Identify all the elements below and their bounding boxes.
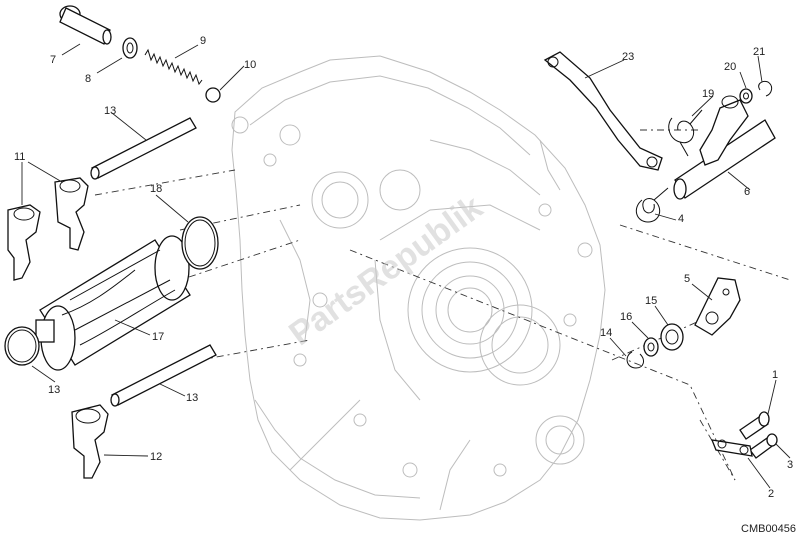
callout-13-upper: 13 <box>104 105 116 117</box>
callout-3: 3 <box>787 459 793 471</box>
callout-12: 12 <box>150 451 162 463</box>
callout-20: 19 <box>702 88 714 100</box>
part-1-bolt <box>739 411 770 440</box>
part-13-upper-shift-rod <box>90 117 197 180</box>
drawing-code: CMB00456 <box>741 523 796 535</box>
part-2-bracket-plate <box>710 439 753 457</box>
callout-13-lower: 13 <box>186 392 198 404</box>
part-8-washer <box>122 37 138 59</box>
callout-10: 10 <box>244 59 256 71</box>
callout-1: 1 <box>772 369 778 381</box>
callout-16: 15 <box>645 295 657 307</box>
part-19-o-ring <box>181 216 219 270</box>
callout-17: 16 <box>620 311 632 323</box>
part-15-circlip <box>626 351 644 369</box>
part-12-shift-fork <box>71 404 109 479</box>
callout-9: 9 <box>200 35 206 47</box>
part-18-shift-drum <box>35 235 191 371</box>
part-11-shift-forks <box>7 177 89 281</box>
part-13-lower-shift-rod <box>110 344 217 407</box>
callout-4: 4 <box>678 213 684 225</box>
callout-5: 5 <box>684 273 690 285</box>
callout-11: 11 <box>14 151 25 163</box>
callout-6: 6 <box>744 186 750 198</box>
callout-7: 7 <box>50 54 56 66</box>
part-21-washer <box>739 88 753 104</box>
part-9-spring <box>144 48 203 86</box>
callout-23: 23 <box>622 51 634 63</box>
part-5-stopper-plate <box>694 277 741 336</box>
callout-22: 21 <box>753 46 765 58</box>
callout-18: 17 <box>152 331 164 343</box>
part-7-pivot-pin <box>59 5 112 45</box>
callout-21: 20 <box>724 61 736 73</box>
part-16-bearing <box>660 323 684 351</box>
callout-2: 2 <box>768 488 774 500</box>
part-23-lever <box>543 51 663 171</box>
callout-14: 13 <box>48 384 60 396</box>
callout-8: 8 <box>85 73 91 85</box>
leader-lines <box>21 43 791 489</box>
callout-15: 14 <box>600 327 612 339</box>
part-3-bolt <box>749 433 778 459</box>
callout-19: 18 <box>150 183 162 195</box>
part-6-shift-shaft <box>673 95 776 200</box>
part-4-spring <box>635 187 669 223</box>
part-20-return-spring <box>668 109 703 157</box>
part-14-o-ring <box>4 326 40 366</box>
part-22-circlip <box>758 81 773 97</box>
crankcase-housing <box>231 55 606 521</box>
part-17-washer <box>643 337 659 357</box>
part-10-ball <box>205 87 221 103</box>
callout-labels: 7 8 9 10 13 11 18 17 13 13 12 23 19 21 2… <box>14 35 793 500</box>
